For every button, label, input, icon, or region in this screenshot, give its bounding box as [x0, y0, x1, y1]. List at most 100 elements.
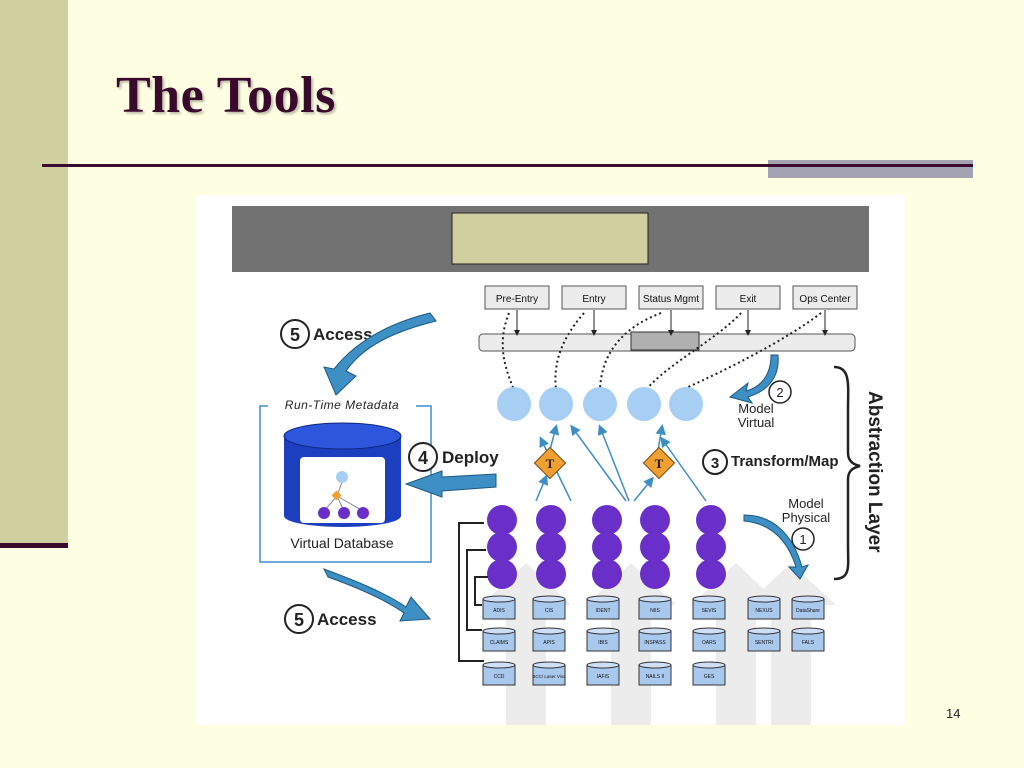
database-label: CIS [545, 608, 554, 614]
physical-node [640, 559, 670, 589]
database-label: NAILS II [646, 674, 665, 680]
database-label: IAFIS [597, 674, 610, 680]
app-box-pre-entry [484, 285, 550, 310]
virtual-database-icon [283, 422, 402, 527]
title-rule-gray-block [768, 160, 973, 178]
model-physical-arrow [743, 514, 810, 580]
database-cylinder: IDENT [586, 595, 620, 620]
physical-nodes [487, 505, 726, 589]
service-bar-highlight [630, 331, 700, 351]
dotted-connectors [501, 312, 822, 391]
access-bottom-step: 5 Access [284, 604, 377, 634]
physical-node [487, 532, 517, 562]
physical-node [696, 505, 726, 535]
physical-node [696, 559, 726, 589]
deploy-step: 4 Deploy [408, 442, 499, 472]
virtual-node [583, 387, 617, 421]
virtual-node [497, 387, 531, 421]
app-label-status-mgmt: Status Mgmt [643, 294, 699, 305]
slide-title: The Tools [116, 67, 336, 124]
database-cylinder: APIS [532, 627, 566, 652]
model-virtual-line2: Virtual [738, 415, 775, 430]
virtual-node [669, 387, 703, 421]
database-label: CCD [494, 674, 505, 680]
virtual-node [539, 387, 573, 421]
virtual-node [627, 387, 661, 421]
physical-node [592, 559, 622, 589]
transform-symbol: T [655, 456, 664, 471]
access-top-label: Access [313, 325, 373, 344]
access-bottom-arrow [322, 568, 432, 622]
database-label: OARS [702, 640, 717, 646]
database-label: IBIS [598, 640, 608, 646]
model-virtual-arrow [728, 354, 779, 404]
app-box-ops-center [792, 285, 858, 310]
database-cylinder: ADIS [482, 595, 516, 620]
virtual-database-label: Virtual Database [290, 535, 393, 551]
app-box-exit [715, 285, 781, 310]
physical-node [536, 505, 566, 535]
header-box [451, 212, 649, 265]
app-bar-connectors [514, 310, 828, 336]
access-bottom-number: 5 [294, 610, 304, 630]
database-cylinder: SEVIS [692, 595, 726, 620]
deploy-arrow [404, 470, 497, 498]
app-label-entry: Entry [582, 294, 605, 305]
database-cylinder: NEXUS [747, 595, 781, 620]
architecture-diagram: Pre-Entry Entry Status Mgmt Exit Ops Cen… [196, 195, 905, 725]
database-cylinder: CCD [482, 661, 516, 686]
app-label-ops-center: Ops Center [799, 294, 851, 305]
transform-number: 3 [711, 455, 719, 472]
transform-label: Transform/Map [731, 453, 839, 470]
database-label: NEXUS [755, 608, 773, 614]
model-virtual-step: 2 Model Virtual [738, 380, 792, 430]
transform-step: 3 Transform/Map [702, 449, 839, 475]
model-physical-line2: Physical [782, 510, 831, 525]
database-label: CLAIMS [490, 640, 509, 646]
database-label: SEVIS [702, 608, 717, 614]
database-label: INSPASS [644, 640, 666, 646]
database-cylinder: GES [692, 661, 726, 686]
access-bottom-label: Access [317, 610, 377, 629]
database-grid: ADIS CIS IDENT NIIS SEVIS NEXUS DataShar… [482, 595, 825, 686]
model-virtual-line1: Model [738, 401, 774, 416]
slide-number: 14 [946, 706, 961, 721]
physical-node [536, 532, 566, 562]
app-boxes: Pre-Entry Entry Status Mgmt Exit Ops Cen… [484, 285, 858, 310]
database-cylinder: IBIS [586, 627, 620, 652]
database-label: APIS [543, 640, 555, 646]
physical-node [696, 532, 726, 562]
access-top-step: 5 Access [280, 319, 373, 349]
transform-symbol: T [546, 456, 555, 471]
database-label: IDENT [596, 608, 611, 614]
database-label: ADIS [493, 608, 505, 614]
database-cylinder: INSPASS [638, 627, 672, 652]
deploy-label: Deploy [442, 448, 499, 467]
transform-diamond: T [642, 446, 676, 480]
model-physical-line1: Model [788, 496, 824, 511]
left-accent-band [0, 0, 68, 545]
model-physical-number: 1 [799, 532, 806, 547]
model-virtual-number: 2 [776, 385, 783, 400]
access-top-arrow [323, 312, 437, 396]
app-label-exit: Exit [740, 294, 757, 305]
app-box-status-mgmt [638, 285, 704, 310]
database-cylinder: NAILS II [638, 661, 672, 686]
virtual-nodes [497, 387, 703, 421]
database-cylinder: FALS [791, 627, 825, 652]
database-cylinder: CLAIMS [482, 627, 516, 652]
database-cylinder: CIS [532, 595, 566, 620]
database-cylinder: BCC/ Laser Visa [532, 661, 566, 686]
app-box-entry [561, 285, 627, 310]
database-label: FALS [802, 640, 815, 646]
physical-node [640, 532, 670, 562]
physical-node [536, 559, 566, 589]
abstraction-layer-label: Abstraction Layer [864, 391, 885, 553]
left-accent-underline [0, 543, 68, 548]
app-label-pre-entry: Pre-Entry [496, 294, 538, 305]
abstraction-brace [833, 365, 861, 581]
database-cylinder: IAFIS [586, 661, 620, 686]
database-label: BCC/ Laser Visa [532, 674, 566, 679]
transform-diamond: T [533, 446, 567, 480]
deploy-number: 4 [418, 448, 428, 468]
